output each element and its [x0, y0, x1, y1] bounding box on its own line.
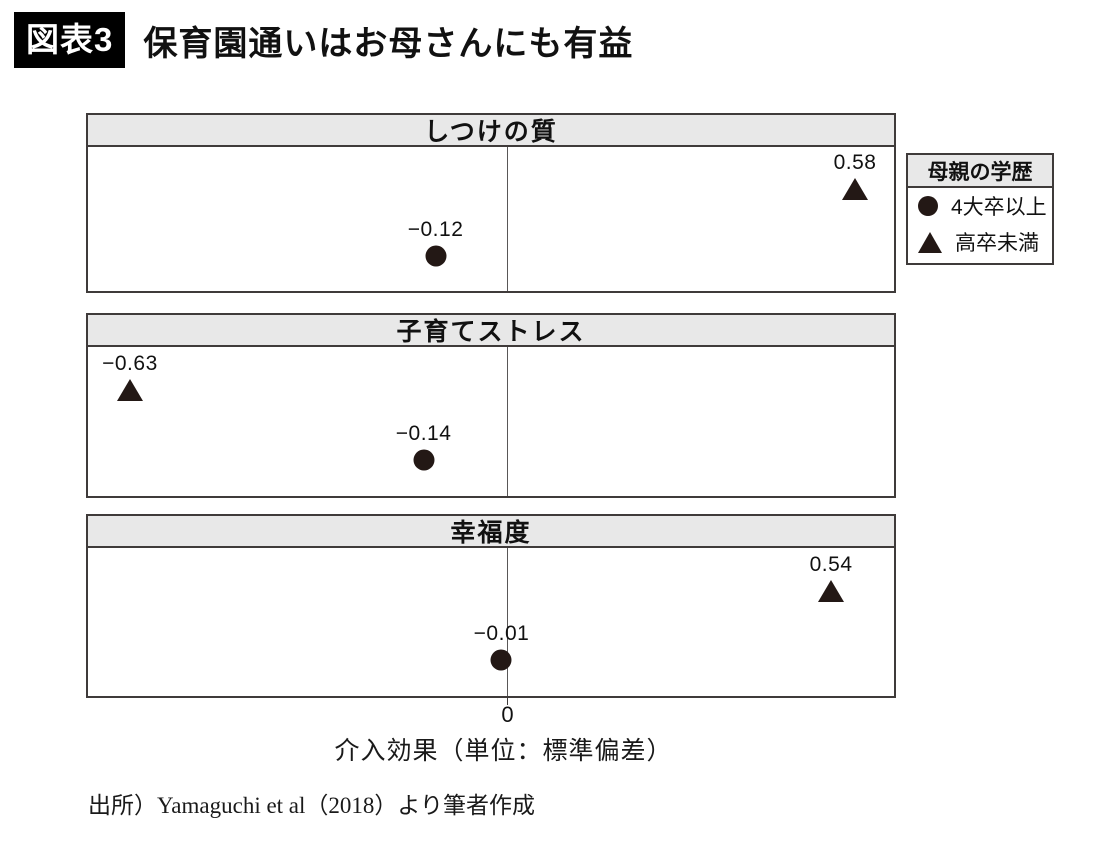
legend-item-label: 4大卒以上	[951, 196, 1047, 219]
chart-panel-discipline: しつけの質 −0.12 0.58	[86, 113, 896, 293]
triangle-data-marker	[116, 379, 143, 402]
panel-title-band: しつけの質	[88, 115, 894, 147]
triangle-data-marker	[842, 177, 869, 200]
x-axis-title: 介入効果（単位：標準偏差）	[334, 737, 673, 765]
panel-title: しつけの質	[424, 118, 558, 146]
data-point-label: −0.01	[473, 622, 530, 646]
panel-plot-area: −0.14 −0.63	[88, 347, 894, 496]
figure-header: 図表3 保育園通いはお母さんにも有益	[14, 12, 633, 68]
panel-plot-area: −0.01 0.54	[88, 548, 894, 696]
chart-panel-happiness: 幸福度 −0.01 0.54	[86, 514, 896, 698]
circle-marker-icon	[918, 196, 938, 216]
figure-title: 保育園通いはお母さんにも有益	[143, 24, 634, 63]
legend-item-university: 4大卒以上	[908, 188, 1052, 224]
data-point-label: 0.58	[833, 150, 877, 174]
data-point-label: −0.14	[395, 422, 452, 446]
x-axis-zero-tick	[507, 698, 509, 705]
panel-title-band: 子育てストレス	[88, 315, 894, 347]
data-point-label: −0.12	[407, 218, 464, 242]
panel-title: 幸福度	[450, 519, 532, 547]
zero-reference-line	[507, 548, 509, 696]
legend-item-label: 高卒未満	[955, 232, 1039, 255]
triangle-data-marker	[818, 579, 845, 602]
data-point-label: −0.63	[102, 352, 158, 376]
data-point-label: 0.54	[809, 552, 853, 576]
figure-number-badge: 図表3	[14, 12, 126, 68]
panel-title-band: 幸福度	[88, 516, 894, 548]
legend-title-band: 母親の学歴	[908, 155, 1052, 188]
circle-data-marker	[413, 449, 435, 471]
figure-number-text: 図表3	[26, 21, 114, 58]
legend: 母親の学歴 4大卒以上 高卒未満	[906, 153, 1054, 265]
source-note: 出所）Yamaguchi et al（2018）より筆者作成	[88, 793, 535, 818]
zero-reference-line	[507, 347, 509, 496]
x-axis-zero-label: 0	[501, 702, 514, 727]
zero-reference-line	[507, 147, 509, 291]
circle-data-marker	[490, 649, 512, 671]
chart-panel-parenting-stress: 子育てストレス −0.14 −0.63	[86, 313, 896, 498]
legend-title: 母親の学歴	[927, 160, 1033, 184]
panel-title: 子育てストレス	[396, 318, 586, 346]
legend-item-less-than-highschool: 高卒未満	[908, 224, 1052, 260]
triangle-marker-icon	[918, 231, 942, 253]
circle-data-marker	[425, 245, 447, 267]
panel-plot-area: −0.12 0.58	[88, 147, 894, 291]
